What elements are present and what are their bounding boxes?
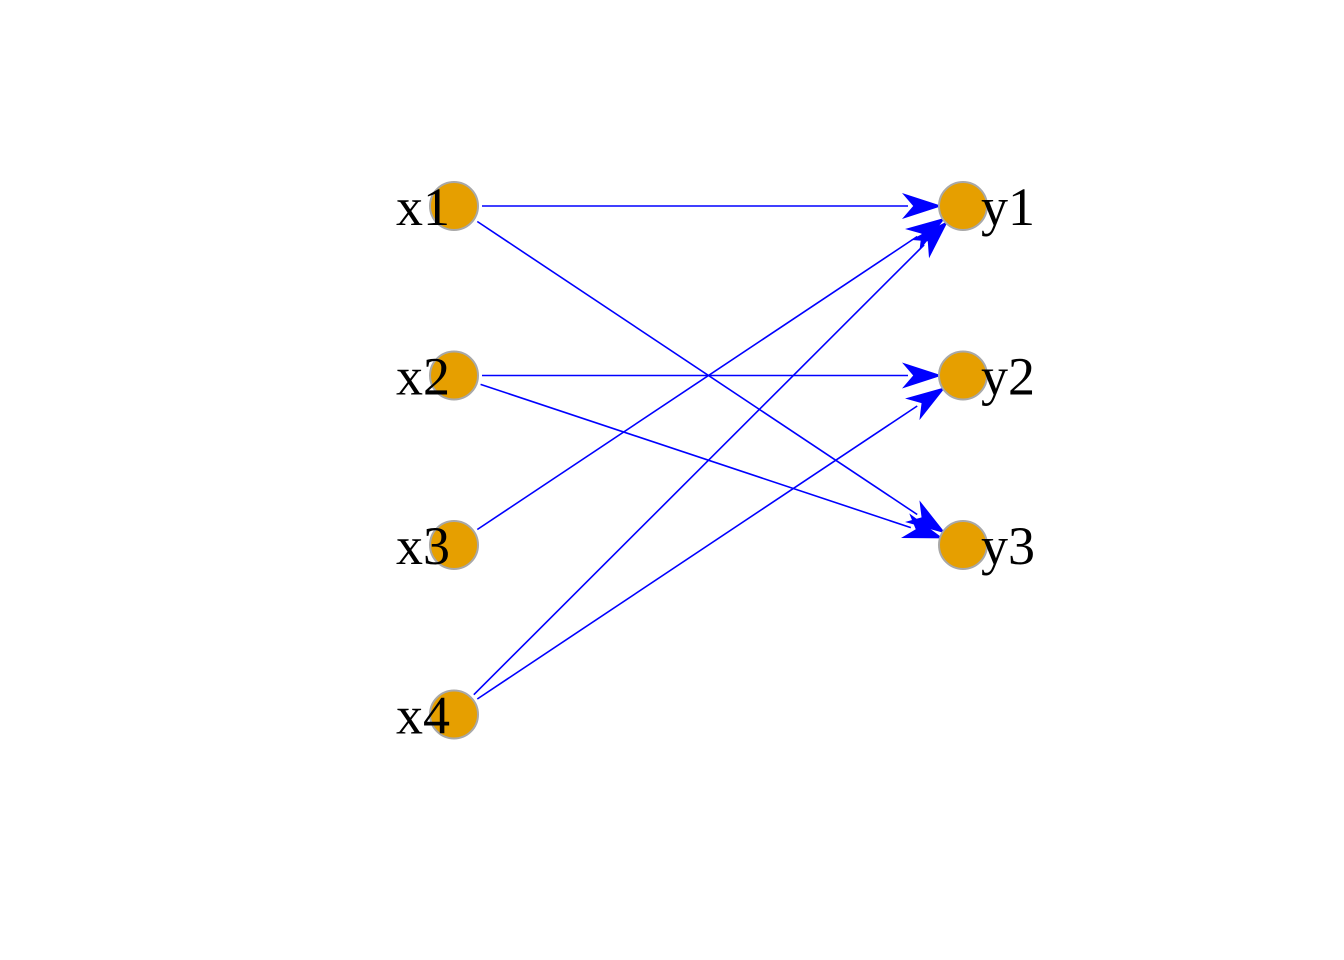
- edge-x4-y2: [476, 387, 946, 700]
- arrowhead: [902, 362, 942, 389]
- nodes-layer: x1 x2 x3 x4 y1 y2 y3: [396, 177, 1035, 746]
- arrowhead: [905, 387, 946, 421]
- edge-line: [476, 405, 918, 700]
- node-circle: [429, 181, 479, 231]
- node-label: y3: [981, 516, 1035, 576]
- node-circle: [938, 520, 988, 570]
- node-circle: [938, 350, 988, 401]
- node-label: x2: [396, 347, 450, 407]
- node-label: x3: [396, 516, 450, 576]
- node-x3: x3: [396, 516, 479, 576]
- arrowhead: [902, 193, 942, 219]
- edge-line: [473, 244, 925, 696]
- node-y1: y1: [938, 177, 1035, 237]
- arrowhead: [905, 500, 946, 534]
- edge-x2-y3: [480, 383, 944, 539]
- node-circle: [429, 520, 479, 570]
- arrowhead: [910, 220, 949, 259]
- edge-x1-y3: [476, 220, 946, 534]
- arrowhead: [901, 513, 944, 539]
- node-y2: y2: [938, 347, 1035, 407]
- node-label: y2: [981, 347, 1035, 407]
- node-circle: [429, 689, 479, 740]
- edge-line: [476, 220, 918, 516]
- edge-x1-y1: [482, 193, 942, 219]
- node-y3: y3: [938, 516, 1035, 576]
- node-x2: x2: [396, 347, 479, 407]
- edge-line: [480, 383, 912, 529]
- edge-line: [476, 235, 918, 531]
- node-circle: [938, 181, 988, 231]
- node-circle: [429, 350, 479, 401]
- edge-x3-y1: [476, 217, 946, 531]
- edge-x2-y2: [482, 362, 942, 389]
- edges-layer: [473, 193, 949, 700]
- node-x1: x1: [396, 177, 479, 237]
- node-label: y1: [981, 177, 1035, 237]
- node-label: x1: [396, 177, 450, 237]
- node-label: x4: [396, 686, 450, 746]
- edge-x4-y1: [473, 220, 949, 696]
- node-x4: x4: [396, 686, 479, 746]
